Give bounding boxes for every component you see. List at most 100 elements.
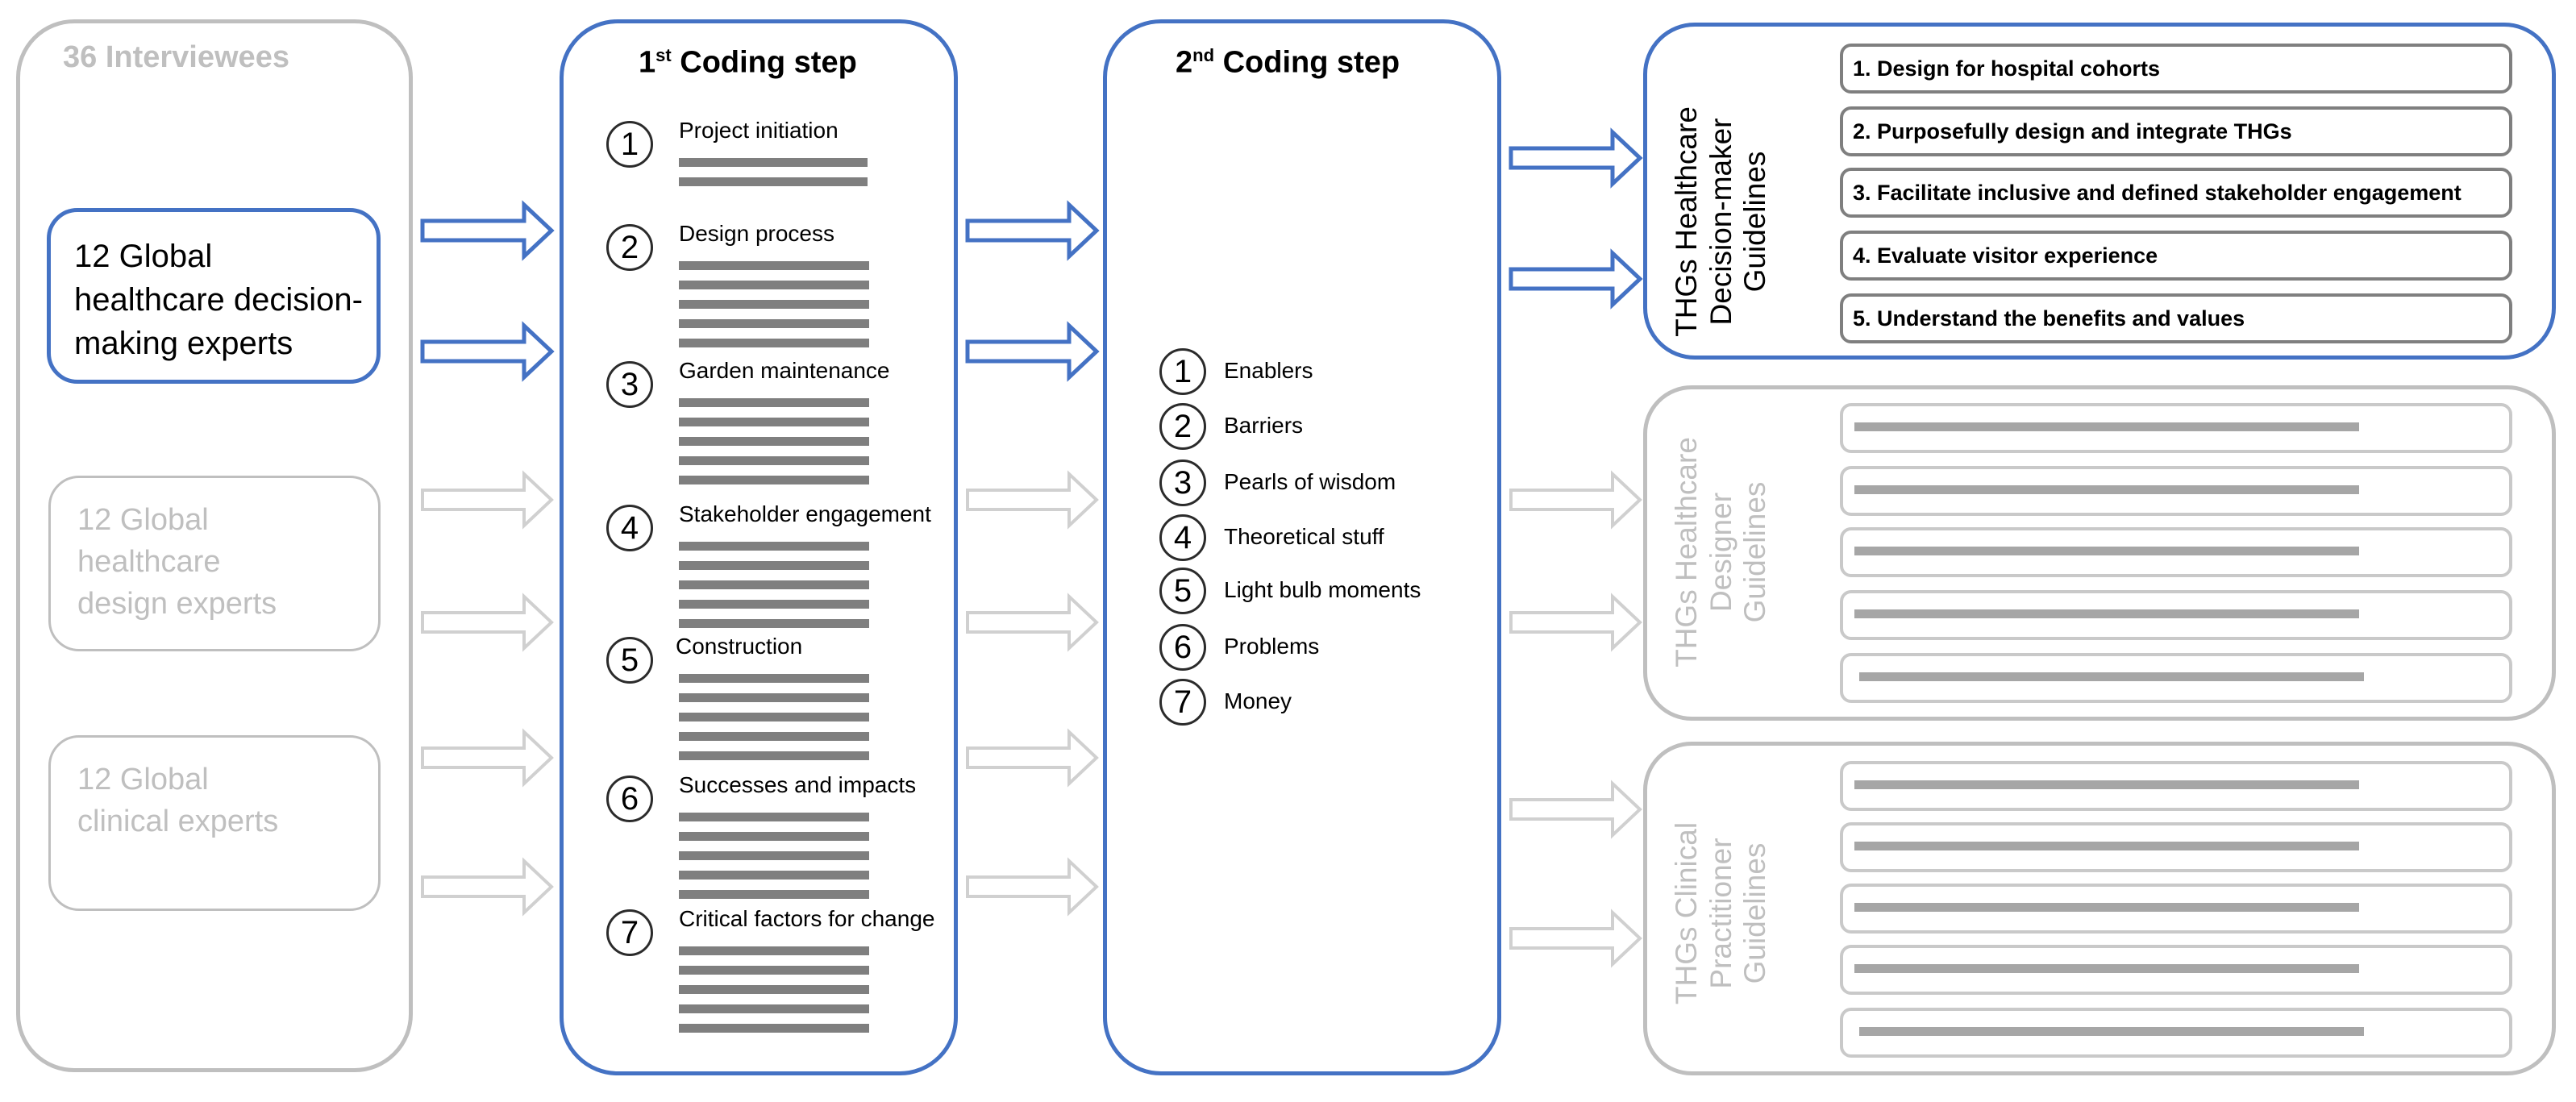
placeholder-bar bbox=[1854, 964, 2359, 973]
group-design-experts bbox=[48, 476, 381, 651]
arrow-gray bbox=[1509, 780, 1642, 839]
placeholder-guideline-box bbox=[1840, 822, 2512, 872]
placeholder-bar bbox=[679, 890, 869, 899]
placeholder-bar bbox=[1854, 485, 2359, 494]
arrow-gray bbox=[966, 857, 1099, 917]
placeholder-bar bbox=[679, 946, 869, 955]
second-coding-item-label: Problems bbox=[1224, 634, 1320, 659]
placeholder-bar bbox=[679, 300, 869, 309]
placeholder-bar bbox=[679, 542, 869, 551]
item-number-4: 4 bbox=[606, 505, 653, 551]
group-clinical-label-line2: clinical experts bbox=[77, 805, 279, 838]
arrow-blue bbox=[1509, 127, 1643, 189]
decision-maker-guidelines-title: THGs Healthcare Decision-maker Guideline… bbox=[1670, 106, 1772, 337]
placeholder-guideline-box bbox=[1840, 761, 2512, 811]
item-number-3: 3 bbox=[606, 361, 653, 408]
placeholder-bar bbox=[679, 1024, 869, 1033]
item-number-4: 4 bbox=[1159, 514, 1206, 561]
item-number-5: 5 bbox=[1159, 568, 1206, 614]
placeholder-bar bbox=[679, 339, 869, 347]
arrow-gray bbox=[1509, 470, 1642, 530]
item-number-7: 7 bbox=[1159, 679, 1206, 726]
item-number-6: 6 bbox=[1159, 624, 1206, 671]
item-number-2: 2 bbox=[606, 224, 653, 271]
placeholder-bar bbox=[679, 813, 869, 821]
placeholder-bar bbox=[1854, 780, 2359, 789]
group-design-label-line3: design experts bbox=[77, 587, 277, 621]
item-number-3: 3 bbox=[1159, 460, 1206, 506]
first-coding-item-label: Successes and impacts bbox=[679, 772, 917, 797]
first-coding-item-label: Construction bbox=[676, 634, 803, 659]
arrow-gray bbox=[421, 593, 554, 652]
interviewees-panel bbox=[16, 19, 413, 1072]
group-clinical-label-line1: 12 Global bbox=[77, 763, 209, 796]
placeholder-guideline-box bbox=[1840, 590, 2512, 640]
arrow-gray bbox=[966, 593, 1099, 652]
placeholder-bar bbox=[679, 456, 869, 465]
placeholder-guideline-box bbox=[1840, 884, 2512, 934]
item-number-1: 1 bbox=[606, 121, 653, 168]
placeholder-guideline-box bbox=[1840, 527, 2512, 577]
group-design-label-line1: 12 Global bbox=[77, 503, 209, 537]
placeholder-bar bbox=[679, 985, 869, 994]
arrow-blue bbox=[965, 200, 1100, 261]
placeholder-bar bbox=[679, 674, 869, 683]
item-number-6: 6 bbox=[606, 776, 653, 822]
placeholder-bar bbox=[679, 418, 869, 426]
item-number-1: 1 bbox=[1159, 348, 1206, 395]
guideline-item: 2. Purposefully design and integrate THG… bbox=[1840, 106, 2512, 156]
placeholder-bar bbox=[679, 158, 868, 167]
designer-guidelines-title: THGs Healthcare Designer Guidelines bbox=[1670, 437, 1772, 667]
guideline-item: 4. Evaluate visitor experience bbox=[1840, 231, 2512, 281]
item-number-7: 7 bbox=[606, 909, 653, 956]
first-coding-item-label: Garden maintenance bbox=[679, 358, 890, 383]
placeholder-bar bbox=[679, 437, 869, 446]
placeholder-bar bbox=[1854, 609, 2359, 618]
placeholder-guideline-box bbox=[1840, 1008, 2512, 1058]
placeholder-bar bbox=[679, 281, 869, 289]
placeholder-bar bbox=[1859, 1027, 2364, 1036]
guideline-item: 3. Facilitate inclusive and defined stak… bbox=[1840, 168, 2512, 218]
arrow-gray bbox=[966, 728, 1099, 788]
placeholder-bar bbox=[679, 561, 869, 570]
placeholder-guideline-box bbox=[1840, 653, 2512, 703]
second-coding-item-label: Money bbox=[1224, 688, 1292, 713]
second-coding-item-label: Theoretical stuff bbox=[1224, 524, 1384, 549]
designer-guidelines-panel bbox=[1643, 385, 2556, 721]
placeholder-bar bbox=[679, 476, 869, 484]
placeholder-guideline-box bbox=[1840, 466, 2512, 516]
arrow-gray bbox=[421, 857, 554, 917]
first-coding-item-label: Critical factors for change bbox=[679, 906, 935, 931]
placeholder-bar bbox=[679, 261, 869, 270]
placeholder-bar bbox=[679, 751, 869, 760]
placeholder-bar bbox=[1854, 547, 2359, 555]
placeholder-bar bbox=[679, 966, 869, 975]
placeholder-bar bbox=[679, 832, 869, 841]
group-clinical-experts bbox=[48, 735, 381, 911]
item-number-5: 5 bbox=[606, 637, 653, 684]
placeholder-bar bbox=[679, 1004, 869, 1013]
first-coding-item-label: Project initiation bbox=[679, 118, 839, 143]
first-coding-item-label: Stakeholder engagement bbox=[679, 501, 931, 526]
second-coding-item-label: Light bulb moments bbox=[1224, 577, 1421, 602]
placeholder-bar bbox=[1854, 903, 2359, 912]
item-number-2: 2 bbox=[1159, 403, 1206, 450]
placeholder-bar bbox=[1854, 842, 2359, 850]
placeholder-guideline-box bbox=[1840, 403, 2512, 453]
arrow-gray bbox=[421, 728, 554, 788]
placeholder-bar bbox=[1859, 672, 2364, 681]
placeholder-bar bbox=[679, 732, 869, 741]
arrow-blue bbox=[965, 321, 1100, 382]
arrow-blue bbox=[1509, 248, 1643, 310]
placeholder-bar bbox=[679, 177, 868, 186]
placeholder-bar bbox=[679, 398, 869, 407]
placeholder-bar bbox=[679, 619, 869, 628]
placeholder-bar bbox=[679, 319, 869, 328]
group-design-label-line2: healthcare bbox=[77, 545, 221, 579]
placeholder-bar bbox=[679, 713, 869, 721]
placeholder-bar bbox=[1854, 422, 2359, 431]
clinical-guidelines-title: THGs Clinical Practitioner Guidelines bbox=[1670, 821, 1772, 1005]
first-coding-title: 1st Coding step bbox=[639, 45, 857, 80]
